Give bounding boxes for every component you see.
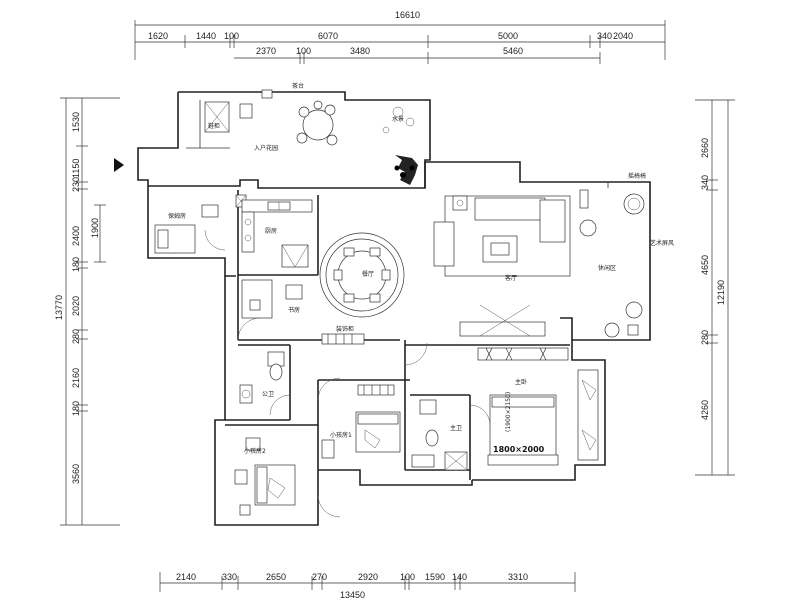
label-nanny-room: 保姆房 [168,212,186,220]
dim-top-7: 2040 [613,31,633,41]
water-feature-stones [395,155,418,185]
label-leisure: 休闲区 [598,264,616,272]
toilet [269,363,283,381]
dim-right-4: 280 [700,330,710,345]
dim-bottom-7: 1590 [425,572,445,582]
label-bedroom-1: 小孩房1 [330,431,352,439]
dim-left-2: 1150 [71,159,81,178]
dim-top-4: 6070 [318,31,338,41]
dim-bottom-2: 330 [222,572,237,582]
kitchen [241,199,313,268]
label-bedroom-2: 小孩房2 [244,447,266,455]
dim-top-row2-4: 5460 [503,46,523,56]
label-shoe-cabinet: 鞋柜 [208,122,220,130]
label-tea-table: 茶台 [292,82,304,90]
dim-right-total: 12190 [716,280,726,305]
living-room [433,195,571,277]
dim-top-row2-3: 3480 [350,46,370,56]
entry-garden [204,89,418,185]
interior-walls [186,100,570,480]
door-swings [204,229,491,518]
dim-left-3: 230 [71,177,81,192]
top-dimension-lines [134,20,666,64]
dim-right-2: 340 [700,175,710,190]
dim-left-10: 180 [71,401,81,416]
label-decor-cabinet: 装饰柜 [336,325,354,333]
dim-bottom-8: 140 [452,572,467,582]
dim-left-5: 1900 [90,218,100,238]
dim-top-5: 5000 [498,31,518,41]
dim-left-9: 2160 [71,368,81,388]
dim-right-1: 2660 [700,138,710,158]
decor-cabinet [321,333,365,345]
label-kitchen: 厨房 [265,227,277,235]
label-master-bedroom: 主卧 [515,378,527,386]
label-sofa-chair: 摇椅椅 [628,172,646,180]
dim-top-6: 340 [597,31,612,41]
dim-left-8: 280 [71,329,81,344]
dining [319,232,405,318]
label-public-bath: 公卫 [262,391,274,398]
label-study: 书房 [288,306,300,314]
label-living: 客厅 [505,274,517,282]
dim-top-row2-2: 100 [296,46,311,56]
dim-top-row2-1: 2370 [256,46,276,56]
dim-bottom-9: 3310 [508,572,528,582]
rocking-chair [623,193,645,215]
leisure-area [579,182,645,338]
bedroom-1 [321,384,401,459]
dim-bottom-5: 2920 [358,572,378,582]
master-bath [411,399,468,471]
label-dining: 餐厅 [362,270,374,278]
dim-left-1: 1530 [71,112,81,132]
dim-bottom-total: 13450 [340,590,365,600]
left-dimension-lines [60,97,120,526]
bottom-dimension-lines [159,572,576,592]
dim-right-5: 4260 [700,400,710,420]
dim-top-total: 16610 [395,10,420,20]
master-bedroom [477,347,599,466]
dim-bottom-1: 2140 [176,572,196,582]
right-dimension-lines [695,99,735,476]
dim-top-1: 1620 [148,31,168,41]
nanny-room [154,194,247,254]
dim-left-total: 13770 [54,295,64,320]
dim-bottom-3: 2650 [266,572,286,582]
dim-left-4: 2400 [71,226,81,246]
label-water-feature: 水景 [392,115,404,123]
dim-left-7: 2020 [71,296,81,316]
dim-left-11: 3560 [71,464,81,484]
label-bed-size-alt: (1900×2150) [505,392,512,432]
dim-top-2: 1440 [196,31,216,41]
tv-cabinet [459,304,546,337]
sofa [474,197,546,221]
dim-bottom-6: 100 [400,572,415,582]
dim-top-3: 100 [224,31,239,41]
label-master-bath: 主卫 [450,424,462,432]
entrance-arrow-icon [114,158,124,172]
exterior-walls [137,91,651,526]
dim-bottom-4: 270 [312,572,327,582]
label-bed-size: 1800×2000 [493,445,545,454]
label-art-screen: 艺术屏风 [650,239,674,247]
tea-table-round [302,109,334,141]
dim-left-6: 180 [71,257,81,272]
bedroom-2 [234,437,296,516]
label-entry-garden: 入户花园 [254,144,278,152]
fridge [281,244,309,268]
dim-right-3: 4650 [700,255,710,275]
public-bath [239,351,285,404]
